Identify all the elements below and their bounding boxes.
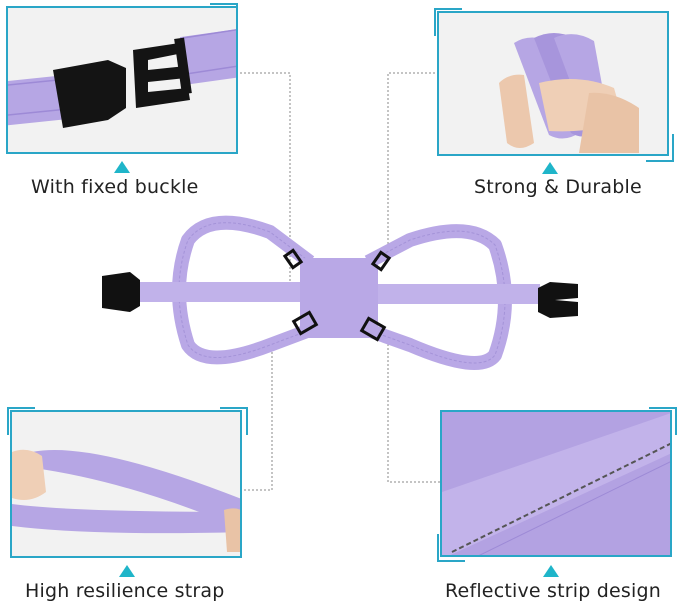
pointer-triangle-icon xyxy=(119,565,135,577)
feature-label-fixed-buckle: With fixed buckle xyxy=(31,176,199,198)
panel-corner-accent xyxy=(7,407,35,435)
feature-label-strong-durable: Strong & Durable xyxy=(474,176,642,198)
feature-label-high-resilience: High resilience strap xyxy=(25,580,225,602)
pointer-triangle-icon xyxy=(114,161,130,173)
pointer-triangle-icon xyxy=(542,162,558,174)
panel-reflective-strip xyxy=(440,410,672,557)
panel-fixed-buckle xyxy=(6,6,238,154)
panel-corner-accent xyxy=(649,407,677,435)
panel-corner-accent xyxy=(437,534,465,562)
resilience-strap-illustration xyxy=(12,449,240,552)
stretched-strap-illustration xyxy=(499,33,639,153)
reflective-strip-illustration xyxy=(442,412,670,555)
feature-label-reflective-strip: Reflective strip design xyxy=(445,580,662,602)
panel-high-resilience xyxy=(10,410,242,558)
buckle-closeup-illustration xyxy=(8,27,236,128)
panel-strong-durable xyxy=(437,11,669,156)
panel-corner-accent xyxy=(646,134,674,162)
panel-corner-accent xyxy=(220,407,248,435)
panel-corner-accent xyxy=(434,8,462,36)
panel-corner-accent xyxy=(210,3,238,31)
pointer-triangle-icon xyxy=(543,565,559,577)
